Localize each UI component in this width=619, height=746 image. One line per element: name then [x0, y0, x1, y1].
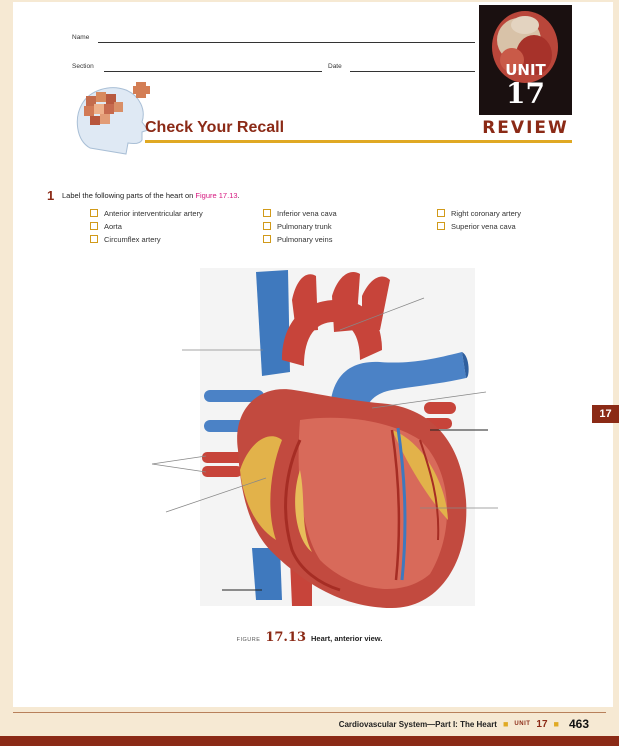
title-rule [145, 140, 572, 143]
term-item[interactable]: Aorta [90, 220, 122, 232]
prompt-end: . [238, 191, 240, 200]
question-number: 1 [47, 188, 54, 203]
bullet-icon: ■ [503, 719, 508, 729]
figure-caption: FIGURE 17.13 Heart, anterior view. [0, 630, 619, 645]
footer-unit-word: UNIT [514, 721, 530, 727]
checkbox-icon[interactable] [90, 235, 98, 243]
prompt-text: Label the following parts of the heart o… [62, 191, 195, 200]
checkbox-icon[interactable] [90, 209, 98, 217]
bottom-band [0, 736, 619, 746]
running-footer: Cardiovascular System—Part I: The Heart … [339, 717, 589, 731]
term-label: Pulmonary trunk [277, 222, 332, 231]
footer-unit-number: 17 [536, 719, 547, 730]
term-label: Right coronary artery [451, 209, 521, 218]
date-field[interactable] [350, 71, 475, 72]
term-label: Superior vena cava [451, 222, 516, 231]
unit-badge: UNIT 17 [479, 5, 572, 115]
name-field[interactable] [98, 42, 475, 43]
term-item[interactable]: Pulmonary trunk [263, 220, 332, 232]
checkbox-icon[interactable] [263, 235, 271, 243]
term-label: Circumflex artery [104, 235, 161, 244]
term-item[interactable]: Pulmonary veins [263, 233, 332, 245]
question-prompt: Label the following parts of the heart o… [62, 191, 240, 200]
unit-number: 17 [479, 77, 572, 110]
term-label: Inferior vena cava [277, 209, 337, 218]
date-label: Date [328, 63, 342, 70]
name-label: Name [72, 34, 89, 41]
term-label: Anterior interventricular artery [104, 209, 203, 218]
bullet-icon: ■ [554, 719, 559, 729]
term-label: Aorta [104, 222, 122, 231]
chapter-tab: 17 [592, 405, 619, 423]
checkbox-icon[interactable] [90, 222, 98, 230]
checkbox-icon[interactable] [437, 222, 445, 230]
heart-illustration [150, 262, 500, 617]
section-label: Section [72, 63, 94, 70]
chapter-title: Cardiovascular System—Part I: The Heart [339, 720, 497, 729]
term-item[interactable]: Superior vena cava [437, 220, 516, 232]
term-item[interactable]: Right coronary artery [437, 207, 521, 219]
figure-link[interactable]: Figure 17.13 [195, 191, 237, 200]
term-item[interactable]: Circumflex artery [90, 233, 161, 245]
figure-word: FIGURE [237, 637, 261, 643]
term-item[interactable]: Anterior interventricular artery [90, 207, 203, 219]
checkbox-icon[interactable] [263, 222, 271, 230]
checkbox-icon[interactable] [437, 209, 445, 217]
checkbox-icon[interactable] [263, 209, 271, 217]
term-label: Pulmonary veins [277, 235, 332, 244]
page-number: 463 [569, 717, 589, 731]
figure-number: 17.13 [265, 630, 306, 645]
term-item[interactable]: Inferior vena cava [263, 207, 337, 219]
figure-title: Heart, anterior view. [311, 634, 382, 643]
section-field[interactable] [104, 71, 322, 72]
review-heading: REVIEW [479, 118, 572, 138]
section-title: Check Your Recall [145, 119, 284, 137]
